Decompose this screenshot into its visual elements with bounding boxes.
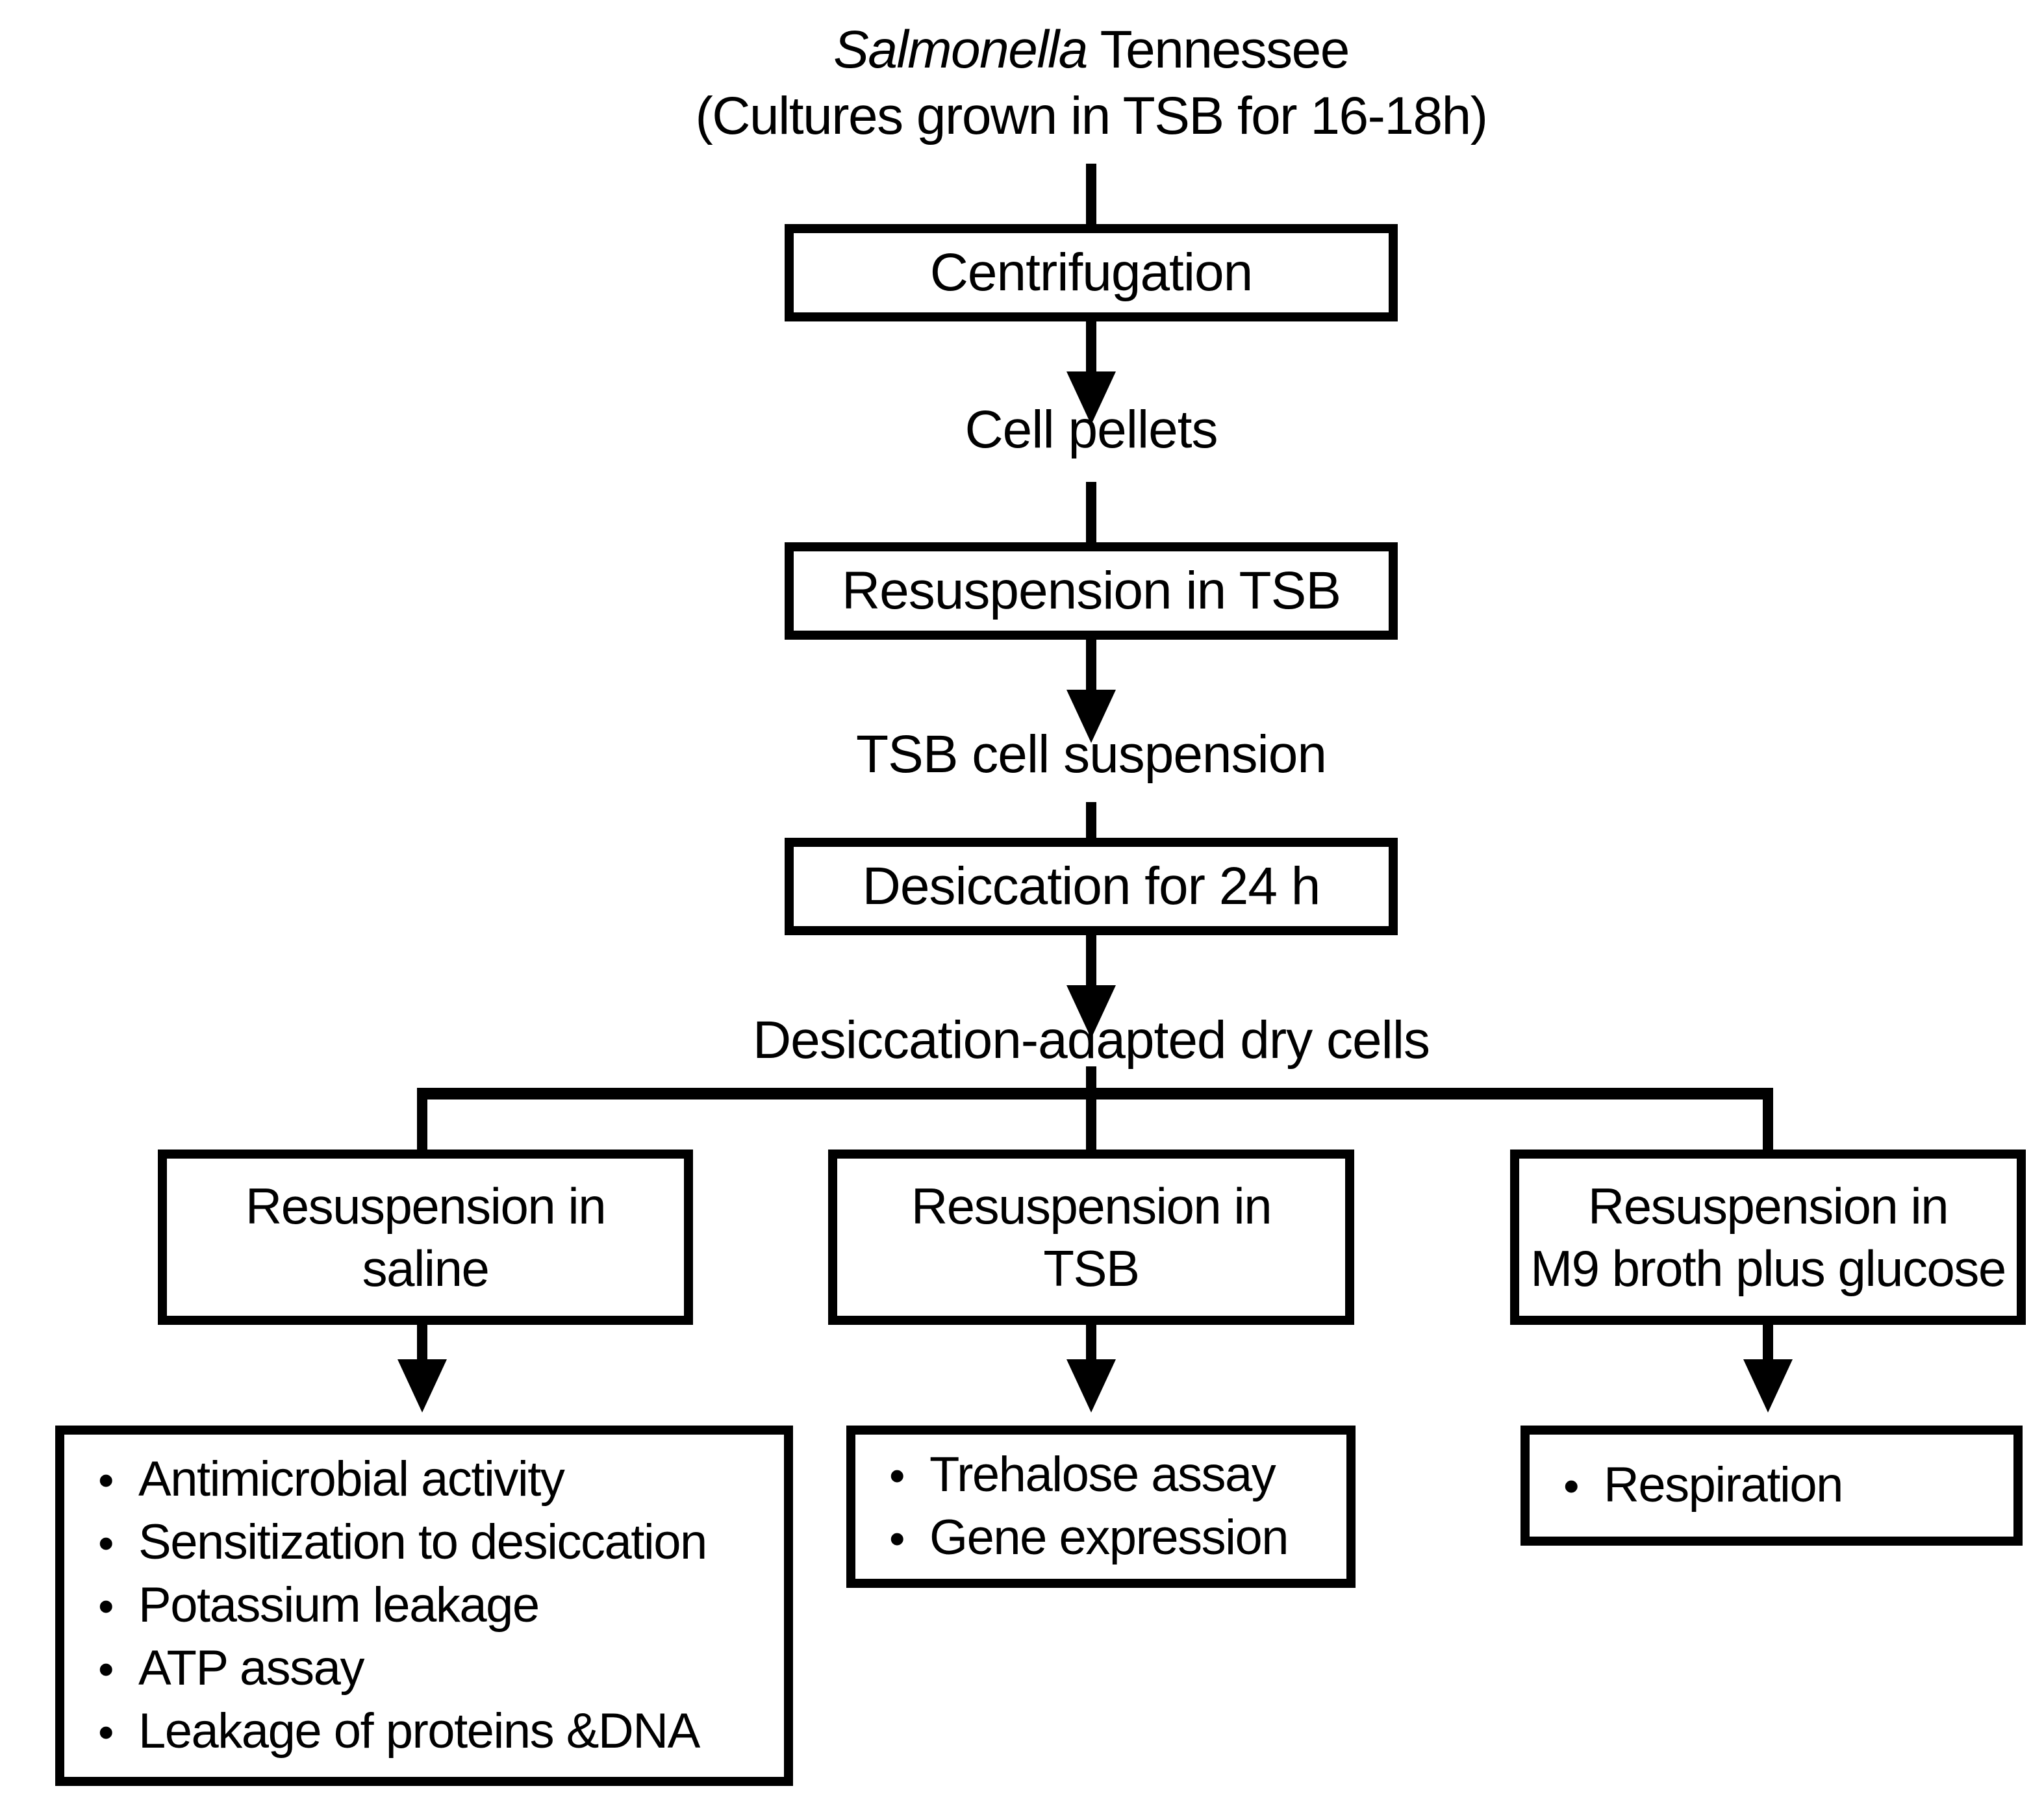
branch-box-m9: Resuspension in M9 broth plus glucose — [1510, 1150, 2026, 1325]
branch-box-label-line2: TSB — [1043, 1240, 1140, 1297]
branch-box-label: Resuspension in M9 broth plus glucose — [1530, 1175, 2006, 1300]
branch-box-tsb: Resuspension in TSB — [828, 1150, 1354, 1325]
arrowhead-icon — [1066, 1359, 1116, 1413]
flow-box-resuspension-tsb: Resuspension in TSB — [785, 542, 1398, 640]
connector-line — [1086, 802, 1096, 839]
arrow-shaft — [1763, 1325, 1773, 1364]
node-tsb-cell-suspension: TSB cell suspension — [856, 725, 1327, 784]
title-subtitle: (Cultures grown in TSB for 16-18h) — [695, 86, 1488, 145]
branch-drop-left — [417, 1088, 427, 1150]
flow-box-centrifugation: Centrifugation — [785, 224, 1398, 321]
flow-box-label: Desiccation for 24 h — [862, 857, 1321, 916]
branch-box-label-line1: Resuspension in — [911, 1177, 1272, 1235]
connector-line — [1086, 164, 1096, 225]
flow-box-label: Resuspension in TSB — [841, 561, 1341, 620]
outcome-item: Sensitization to desiccation — [98, 1511, 707, 1574]
branch-drop-right — [1763, 1088, 1773, 1150]
outcome-item: ATP assay — [98, 1637, 707, 1700]
arrowhead-icon — [1066, 690, 1116, 743]
outcome-item: Trehalose assay — [889, 1444, 1288, 1507]
branch-box-label: Resuspension in saline — [245, 1175, 607, 1300]
outcome-list: Respiration — [1530, 1454, 1849, 1517]
outcome-item: Gene expression — [889, 1507, 1289, 1570]
arrowhead-icon — [1743, 1359, 1793, 1413]
branch-connector — [417, 1088, 1773, 1100]
connector-line — [1086, 482, 1096, 544]
arrowhead-icon — [1066, 371, 1116, 425]
outcome-list: Trehalose assay Gene expression — [855, 1444, 1294, 1570]
title-genus: Salmonella — [833, 20, 1088, 79]
arrowhead-icon — [1066, 985, 1116, 1038]
arrow-shaft — [1086, 640, 1096, 695]
arrow-shaft — [417, 1325, 427, 1364]
branch-box-label-line2: saline — [362, 1240, 490, 1297]
outcome-box-tsb: Trehalose assay Gene expression — [846, 1426, 1356, 1588]
arrowhead-icon — [397, 1359, 447, 1413]
branch-box-label: Resuspension in TSB — [911, 1175, 1272, 1300]
outcome-list: Antimicrobial activity Sensitization to … — [64, 1448, 713, 1763]
outcome-item: Respiration — [1563, 1454, 1843, 1517]
branch-box-saline: Resuspension in saline — [158, 1150, 693, 1325]
node-desiccation-adapted-dry-cells: Desiccation-adapted dry cells — [752, 1011, 1430, 1070]
arrow-shaft — [1086, 935, 1096, 990]
branch-box-label-line1: Resuspension in — [245, 1177, 607, 1235]
branch-box-label-line2: M9 broth plus glucose — [1530, 1240, 2006, 1297]
title-line1: Salmonella Tennessee — [695, 17, 1487, 83]
node-cell-pellets: Cell pellets — [965, 400, 1218, 459]
outcome-item: Antimicrobial activity — [98, 1448, 707, 1511]
arrow-shaft — [1086, 1325, 1096, 1364]
branch-drop-center — [1086, 1066, 1096, 1150]
outcome-box-saline: Antimicrobial activity Sensitization to … — [55, 1426, 793, 1786]
outcome-item: Leakage of proteins &DNA — [98, 1700, 707, 1763]
outcome-item: Potassium leakage — [98, 1574, 707, 1637]
title-rest: Tennessee — [1087, 20, 1350, 79]
arrow-shaft — [1086, 321, 1096, 377]
outcome-box-m9: Respiration — [1520, 1426, 2023, 1546]
flow-box-desiccation: Desiccation for 24 h — [785, 838, 1398, 935]
branch-box-label-line1: Resuspension in — [1587, 1177, 1949, 1235]
flow-box-label: Centrifugation — [929, 243, 1254, 302]
diagram-title: Salmonella Tennessee (Cultures grown in … — [695, 17, 1488, 149]
